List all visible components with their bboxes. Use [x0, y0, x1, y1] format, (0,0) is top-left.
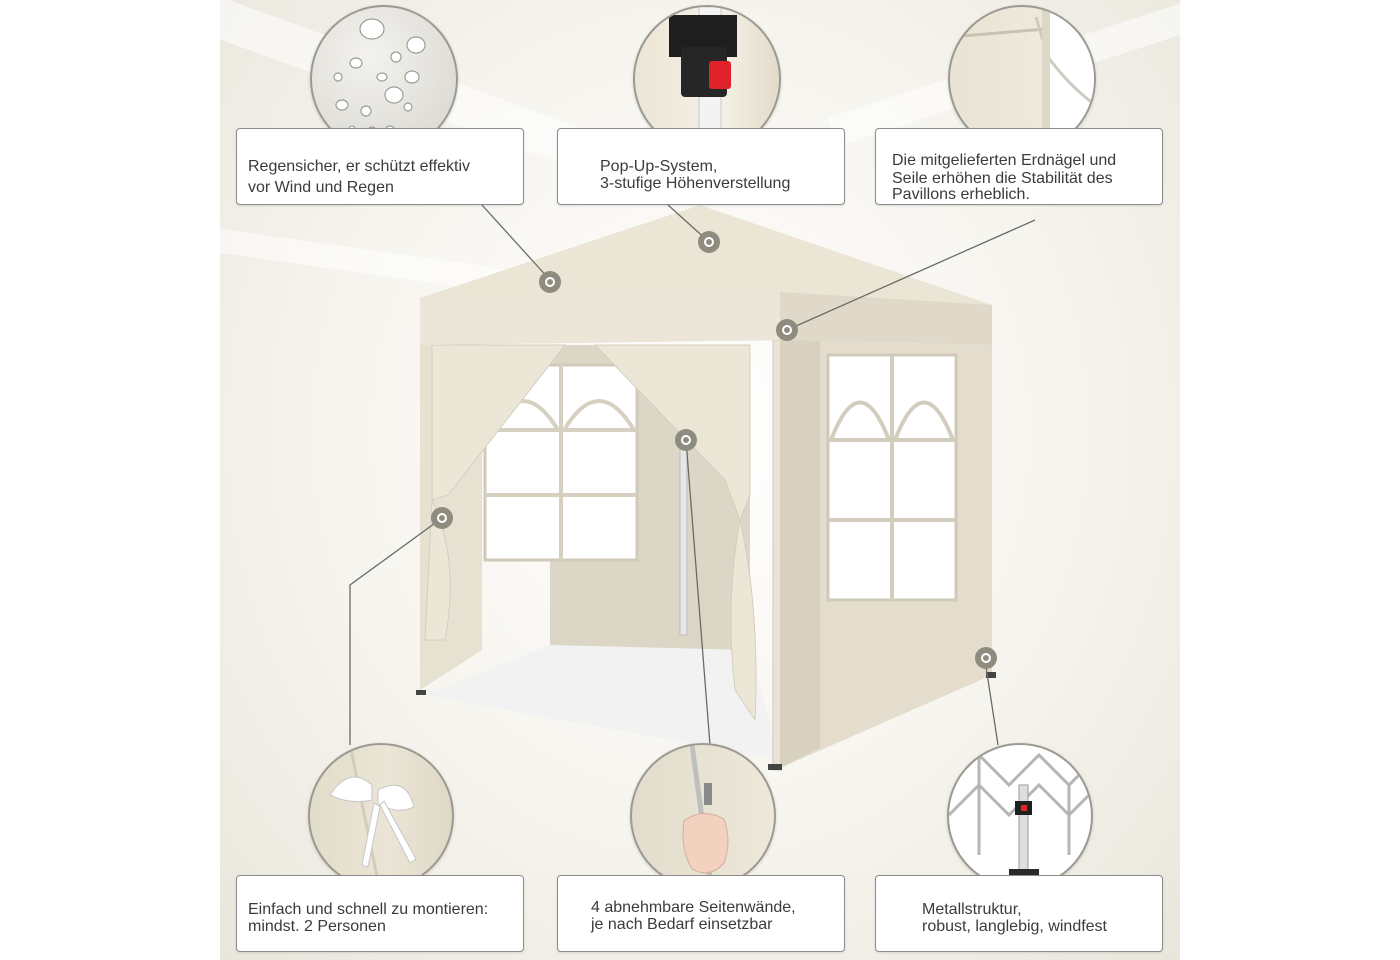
feature-waterproof-line1: Regensicher, er schützt effektiv — [248, 158, 471, 175]
marker-sidewalls — [675, 429, 697, 451]
feature-stakes-line3: Pavillons erheblich. — [892, 186, 1030, 203]
front-corner-pole — [772, 339, 782, 771]
feature-sidewalls-line1: 4 abnehmbare Seitenwände, — [591, 899, 796, 916]
leader-waterproof — [481, 204, 551, 281]
feature-stakes-line2: Seile erhöhen die Stabilität des — [892, 170, 1113, 187]
feature-popup-line1: Pop-Up-System, — [600, 158, 718, 175]
feature-assembly-line1: Einfach und schnell zu montieren: — [248, 901, 489, 918]
leader-lines — [349, 204, 1036, 746]
feature-assembly: Einfach und schnell zu montieren: mindst… — [236, 875, 524, 952]
feature-sidewalls-line2: je nach Bedarf einsetzbar — [591, 916, 773, 933]
marker-assembly — [431, 507, 453, 529]
marker-waterproof — [539, 271, 561, 293]
product-infographic: Regensicher, er schützt effektiv vor Win… — [220, 0, 1180, 960]
feature-sidewalls: 4 abnehmbare Seitenwände, je nach Bedarf… — [557, 875, 845, 952]
leader-sidewalls — [685, 439, 711, 746]
feature-waterproof-line2: vor Wind und Regen — [248, 179, 394, 196]
feature-popup: Pop-Up-System, 3-stufige Höhenverstellun… — [557, 128, 845, 205]
feature-stakes: Die mitgelieferten Erdnägel und Seile er… — [875, 128, 1163, 205]
marker-popup — [698, 231, 720, 253]
center-pole — [679, 439, 688, 636]
left-curtain — [431, 344, 567, 501]
feature-popup-line2: 3-stufige Höhenverstellung — [600, 175, 791, 192]
marker-frame — [975, 647, 997, 669]
leader-stakes — [786, 219, 1036, 331]
marker-stakes — [776, 319, 798, 341]
tent-illustration — [349, 204, 1036, 771]
feature-assembly-line2: mindst. 2 Personen — [248, 918, 386, 935]
feature-waterproof: Regensicher, er schützt effektiv vor Win… — [236, 128, 524, 205]
leader-frame — [984, 659, 999, 746]
feature-frame-line1: Metallstruktur, — [922, 901, 1022, 918]
right-curtain — [593, 344, 751, 522]
zipper-hand-icon — [630, 743, 776, 889]
feature-frame: Metallstruktur, robust, langlebig, windf… — [875, 875, 1163, 952]
tent-floor — [425, 645, 780, 760]
ribbon-tie-icon — [308, 743, 454, 889]
feature-frame-line2: robust, langlebig, windfest — [922, 918, 1107, 935]
feature-markers — [431, 231, 997, 669]
leader-assembly — [349, 517, 443, 745]
feature-stakes-line1: Die mitgelieferten Erdnägel und — [892, 152, 1117, 169]
metal-frame-icon — [947, 743, 1093, 889]
